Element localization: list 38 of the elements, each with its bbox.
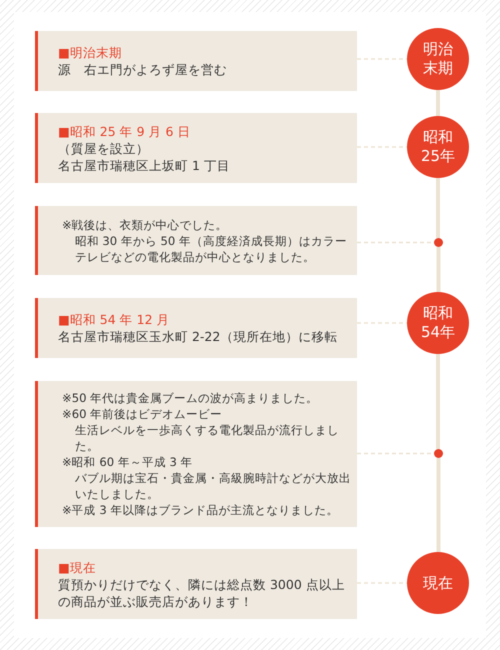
dashed-connector — [357, 322, 407, 324]
event-card — [35, 549, 357, 619]
era-label: 明治末期 — [422, 40, 454, 78]
note-text: ※平成 3 年以降はブランド品が主流となりました。 — [62, 502, 340, 518]
event-description: 質預かりだけでなく、隣には総点数 3000 点以上の商品が並ぶ販売店があります！ — [58, 576, 346, 610]
note-text: ※50 年代は貴金属ブームの波が高まりました。 — [62, 390, 320, 406]
era-label: 昭和25年 — [420, 128, 456, 166]
event-date: ■明治末期 — [58, 44, 123, 61]
event-description: 源 右エ門がよろず屋を営む — [58, 61, 228, 78]
era-label: 現在 — [422, 574, 454, 592]
note-card — [35, 381, 357, 527]
event-date: ■現在 — [58, 558, 97, 576]
note-text: 生活レベルを一歩高くする電化製品が流行しました。 — [74, 422, 340, 454]
dashed-connector — [357, 58, 407, 60]
note-card — [35, 206, 357, 275]
dashed-connector — [357, 242, 434, 244]
event-description: 名古屋市瑞穂区上坂町 1 丁目 — [58, 156, 231, 174]
event-description: 名古屋市瑞穂区玉水町 2-22（現所在地）に移転 — [58, 328, 338, 345]
timeline-line — [436, 90, 440, 116]
dashed-connector — [357, 146, 407, 148]
note-text: ※戦後は、衣類が中心でした。 — [62, 216, 229, 232]
timeline-line — [436, 247, 440, 292]
note-text: ※60 年前後はビデオムービー — [62, 406, 224, 422]
event-card — [35, 31, 357, 91]
timeline-line — [436, 458, 440, 552]
event-card — [35, 113, 357, 183]
note-text: バブル期は宝石・貴金属・高級腕時計などが大放出いたしました。 — [74, 470, 351, 502]
era-label: 昭和54年 — [420, 304, 456, 342]
note-text: ※昭和 60 年～平成 3 年 — [62, 454, 194, 470]
dashed-connector — [357, 452, 434, 454]
note-text: 昭和 30 年から 50 年（高度経済成長期）はカラーテレビなどの電化製品が中心となりました。 — [74, 232, 348, 264]
event-date: ■昭和 25 年 9 月 6 日 — [58, 122, 192, 140]
event-description: （質屋を設立） — [58, 140, 150, 156]
timeline-line — [436, 178, 440, 238]
dashed-connector — [357, 582, 407, 584]
event-date: ■昭和 54 年 12 月 — [58, 311, 171, 328]
timeline-line — [436, 354, 440, 449]
event-card — [35, 298, 357, 358]
